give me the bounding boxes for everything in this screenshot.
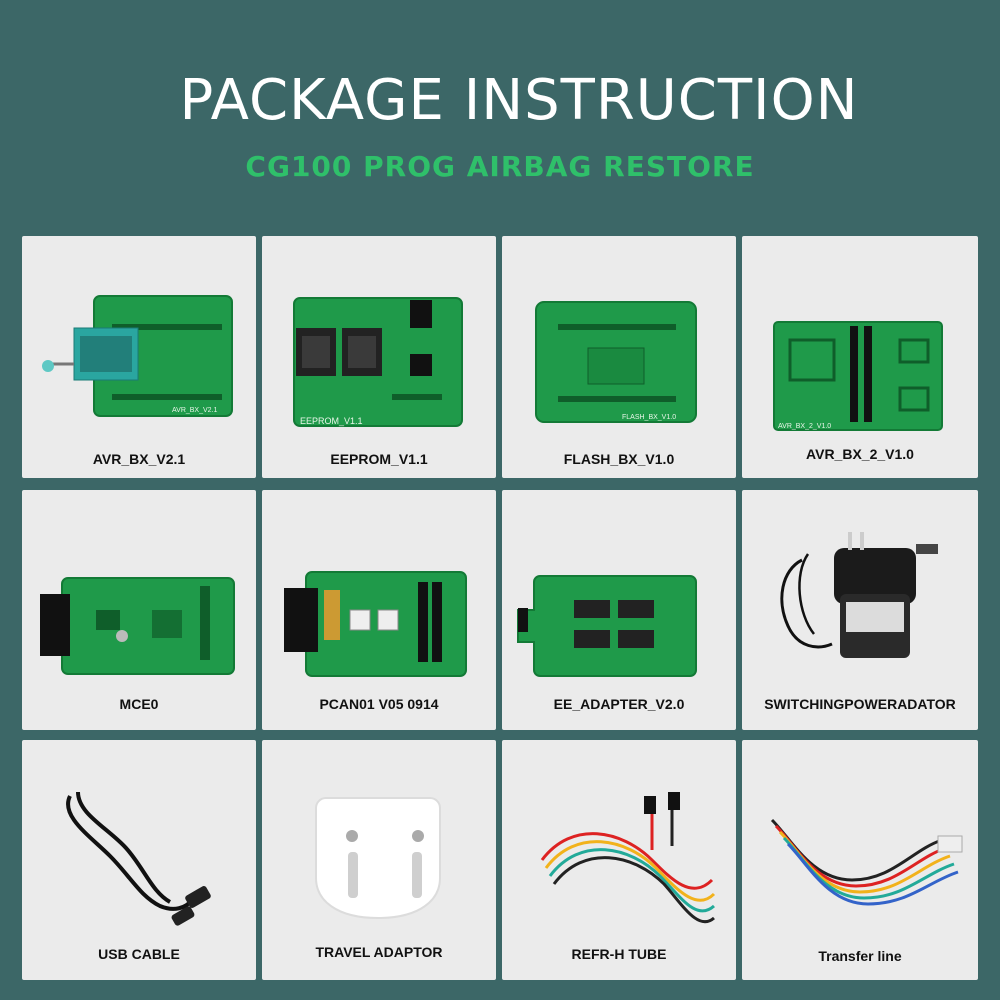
item-card-avr-bx-2-v1-0: AVR_BX_2_V1.0 AVR_BX_2_V1.0 <box>742 236 978 478</box>
wire-harness-icon <box>540 792 716 924</box>
travel-adaptor-icon <box>315 797 441 920</box>
item-label: FLASH_BX_V1.0 <box>563 451 675 467</box>
item-card-refr-h-tube: REFR-H TUBE <box>502 740 736 980</box>
item-label: Transfer line <box>818 948 902 964</box>
item-card-flash-bx-v1-0: FLASH_BX_V1.0 FLASH_BX_V1.0 <box>502 236 736 478</box>
svg-text:EEPROM_V1.1: EEPROM_V1.1 <box>300 416 363 426</box>
eeprom-board-icon: EEPROM_V1.1 <box>293 297 463 427</box>
svg-text:AVR_BX_V2.1: AVR_BX_V2.1 <box>172 407 218 414</box>
item-card-travel-adaptor: TRAVEL ADAPTOR <box>262 740 496 980</box>
usb-cable-icon <box>66 791 211 926</box>
item-card-usb-cable: USB CABLE <box>22 740 256 980</box>
item-label: MCE0 <box>119 696 159 712</box>
power-adapter-icon <box>780 532 938 658</box>
avr-bx-board-icon: AVR_BX_V2.1 <box>42 295 233 417</box>
item-card-switching-power-adapter: SWITCHINGPOWERADATOR <box>742 490 978 730</box>
pcan01-board-icon <box>284 571 467 677</box>
item-label: AVR_BX_V2.1 <box>92 451 186 467</box>
item-label: SWITCHINGPOWERADATOR <box>764 696 956 712</box>
item-card-transfer-line: Transfer line <box>742 740 978 980</box>
mce0-board-icon <box>40 577 235 675</box>
item-card-avr-bx-v2-1: AVR_BX_V2.1 AVR_BX_V2.1 <box>22 236 256 478</box>
item-label: AVR_BX_2_V1.0 <box>806 446 914 462</box>
ee-adapter-board-icon <box>517 575 697 677</box>
item-card-mce0: MCE0 <box>22 490 256 730</box>
item-label: EE_ADAPTER_V2.0 <box>553 696 685 712</box>
item-card-ee-adapter-v2-0: EE_ADAPTER_V2.0 <box>502 490 736 730</box>
svg-text:AVR_BX_2_V1.0: AVR_BX_2_V1.0 <box>778 423 831 430</box>
avr-bx-2-board-icon: AVR_BX_2_V1.0 <box>773 321 943 431</box>
item-label: EEPROM_V1.1 <box>330 451 428 467</box>
item-label: PCAN01 V05 0914 <box>319 696 439 712</box>
page-title: PACKAGE INSTRUCTION <box>179 68 859 133</box>
item-label: TRAVEL ADAPTOR <box>315 944 443 960</box>
transfer-line-icon <box>770 818 963 906</box>
item-label: USB CABLE <box>98 946 180 962</box>
item-card-pcan01: PCAN01 V05 0914 <box>262 490 496 730</box>
item-label: REFR-H TUBE <box>571 946 667 962</box>
page-subtitle: CG100 PROG AIRBAG RESTORE <box>245 150 755 183</box>
item-card-eeprom-v1-1: EEPROM_V1.1 EEPROM_V1.1 <box>262 236 496 478</box>
flash-bx-board-icon: FLASH_BX_V1.0 <box>535 301 697 423</box>
svg-text:FLASH_BX_V1.0: FLASH_BX_V1.0 <box>622 414 676 421</box>
